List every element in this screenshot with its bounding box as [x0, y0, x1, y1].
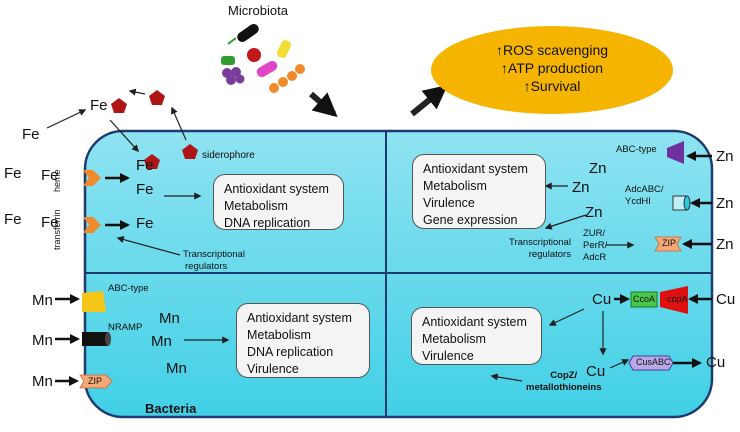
fe-label: Fe [22, 126, 40, 143]
mn-label: Mn [32, 332, 53, 349]
mn-label: Mn [32, 373, 53, 390]
zn-label: Zn [716, 195, 734, 212]
fe-regulators-label: Transcriptional regulators [183, 249, 245, 272]
fe-label: Fe [4, 211, 22, 228]
zn-uptake-arrows [682, 151, 712, 249]
zn-arrows [544, 182, 635, 249]
fe-label: Fe [90, 97, 108, 114]
transferrin-label: transferrin [52, 209, 62, 250]
copa-label: copA [667, 294, 688, 304]
zn-abc-label: ABC-type [616, 144, 657, 155]
zn-targets-box: Antioxidant system Metabolism Virulence … [412, 154, 546, 229]
fe-label: Fe [136, 215, 154, 232]
cu-label: Cu [592, 291, 612, 308]
fe-arrows [46, 88, 202, 256]
mn-transporters [79, 291, 113, 389]
fe-label: Fe [136, 157, 154, 174]
fe-receptors [83, 170, 101, 233]
cusabc-label: CusABC [636, 357, 671, 367]
fe-label: Fe [136, 181, 154, 198]
cu-label: Cu [586, 363, 606, 380]
siderophore-label: siderophore [202, 150, 255, 161]
cu-targets-box: Antioxidant system Metabolism Virulence [411, 307, 542, 365]
cu-label: Cu [716, 291, 736, 308]
mn-label: Mn [159, 310, 180, 327]
cu-arrows [490, 308, 630, 382]
zn-label: Zn [716, 148, 734, 165]
mn-nramp-label: NRAMP [108, 322, 143, 333]
outcome-ros: ↑ROS scavenging [495, 42, 609, 58]
mn-zip-label: ZIP [88, 376, 103, 386]
cu-transporters [628, 286, 688, 371]
zn-transporters [654, 141, 691, 252]
zn-label: Zn [589, 160, 607, 177]
heme-label: heme [52, 169, 62, 192]
zn-zip-label: ZIP [662, 238, 677, 248]
outcome-atp: ↑ATP production [500, 60, 604, 76]
zn-adc-label: AdcABC/ YcdHI [625, 184, 664, 207]
zn-zur-label: ZUR/ PerR/ AdcR [583, 228, 608, 263]
bacteria-label: Bacteria [145, 401, 197, 416]
zn-label: Zn [572, 179, 590, 196]
microbiota-arrow [309, 91, 338, 118]
microbiota-cluster [221, 23, 305, 93]
ccoa-label: CcoA [633, 294, 656, 304]
fe-label: Fe [4, 165, 22, 182]
cu-label: Cu [706, 354, 726, 371]
fe-uptake-arrows [105, 173, 130, 230]
fe-targets-box: Antioxidant system Metabolism DNA replic… [213, 174, 344, 230]
zn-label: Zn [716, 236, 734, 253]
mn-targets-box: Antioxidant system Metabolism DNA replic… [236, 303, 370, 378]
zn-regulators-label: Transcriptional regulators [509, 237, 571, 260]
outcome-survival: ↑Survival [523, 78, 581, 94]
mn-uptake-arrows [55, 294, 80, 386]
zn-label: Zn [585, 204, 603, 221]
outcome-arrow [410, 84, 448, 117]
microbiota-label: Microbiota [228, 3, 288, 18]
mn-label: Mn [151, 333, 172, 350]
fe-label: Fe [41, 167, 59, 184]
mn-label: Mn [32, 292, 53, 309]
cu-arrows-thick [614, 294, 712, 368]
fe-label: Fe [41, 214, 59, 231]
siderophore-icons [111, 90, 198, 169]
copz-label: CopZ/ metallothioneins [526, 370, 602, 393]
mn-label: Mn [166, 360, 187, 377]
outcome-oval: ↑ROS scavenging ↑ATP production ↑Surviva… [431, 26, 673, 114]
mn-abc-label: ABC-type [108, 283, 149, 294]
